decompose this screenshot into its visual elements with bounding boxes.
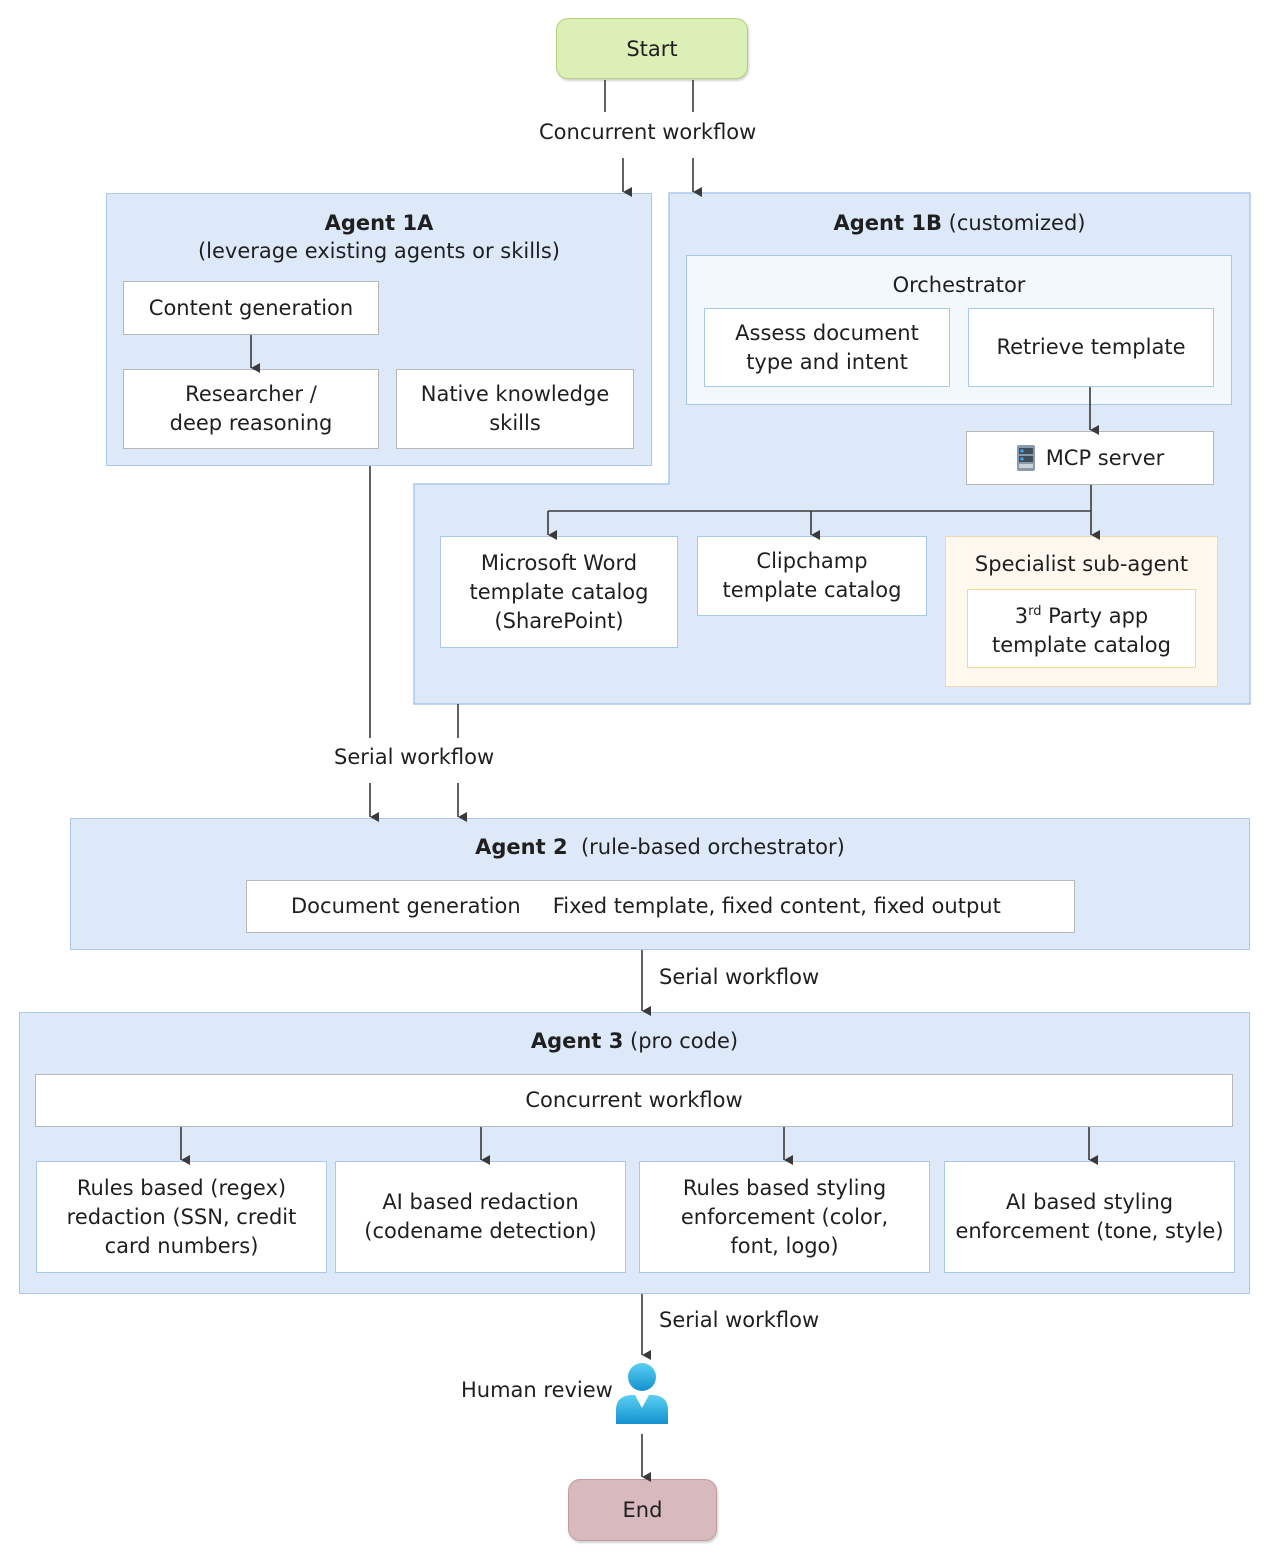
end-node: End bbox=[568, 1479, 717, 1541]
assess-box: Assess document type and intent bbox=[704, 308, 950, 387]
assess-line-2: type and intent bbox=[746, 349, 908, 374]
agent-1a-title: Agent 1A bbox=[324, 211, 434, 235]
content-generation-label: Content generation bbox=[148, 295, 354, 320]
agent-1a-subtitle: (leverage existing agents or skills) bbox=[197, 239, 561, 263]
task-2-line-1: AI based redaction bbox=[382, 1190, 579, 1214]
agent-3-subtitle: (pro code) bbox=[630, 1029, 739, 1053]
researcher-box: Researcher / deep reasoning bbox=[123, 369, 379, 449]
word-catalog-box: Microsoft Word template catalog (SharePo… bbox=[440, 536, 678, 648]
agent-2-heading: Agent 2 (rule-based orchestrator) bbox=[70, 833, 1250, 862]
start-label: Start bbox=[626, 36, 678, 61]
task-ai-styling-box: AI based styling enforcement (tone, styl… bbox=[944, 1161, 1235, 1273]
native-knowledge-box: Native knowledge skills bbox=[396, 369, 634, 449]
serial-workflow-label-2: Serial workflow bbox=[659, 965, 820, 989]
task-ai-redaction-box: AI based redaction (codename detection) bbox=[335, 1161, 626, 1273]
word-catalog-line-2: template catalog bbox=[469, 579, 649, 604]
retrieve-template-box: Retrieve template bbox=[968, 308, 1214, 387]
fixed-output-label: Fixed template, fixed content, fixed out… bbox=[552, 894, 1001, 918]
task-4-line-1: AI based styling bbox=[1005, 1190, 1174, 1214]
task-1-line-1: Rules based (regex) bbox=[76, 1175, 287, 1200]
agent-2-subtitle: (rule-based orchestrator) bbox=[580, 835, 845, 859]
third-party-line-1: 3rd Party app bbox=[1015, 597, 1149, 631]
mcp-server-box: MCP server bbox=[966, 431, 1214, 485]
agent-2-title: Agent 2 bbox=[475, 835, 568, 859]
assess-line-1: Assess document bbox=[735, 320, 919, 345]
document-generation-label: Document generation bbox=[291, 894, 521, 918]
agent-3-concurrent-box: Concurrent workflow bbox=[35, 1074, 1233, 1127]
start-node: Start bbox=[556, 18, 748, 79]
third-party-line-2: template catalog bbox=[991, 633, 1171, 657]
third-party-number: 3 bbox=[1014, 604, 1029, 628]
task-1-line-2: redaction (SSN, credit bbox=[66, 1204, 297, 1229]
document-generation-box: Document generation Fixed template, fixe… bbox=[246, 880, 1075, 933]
native-knowledge-line-1: Native knowledge bbox=[420, 382, 610, 406]
orchestrator-title: Orchestrator bbox=[892, 273, 1026, 297]
task-1-line-3: card numbers) bbox=[104, 1233, 259, 1258]
task-3-line-2: enforcement (color, bbox=[680, 1204, 889, 1229]
task-3-line-1: Rules based styling bbox=[682, 1175, 887, 1200]
human-review-label: Human review bbox=[461, 1378, 613, 1402]
word-catalog-line-1: Microsoft Word bbox=[480, 550, 638, 575]
agent-1b-heading: Agent 1B (customized) bbox=[669, 209, 1250, 238]
person-icon bbox=[616, 1363, 668, 1424]
task-4-line-2: enforcement (tone, style) bbox=[955, 1219, 1224, 1243]
serial-workflow-label-1: Serial workflow bbox=[334, 745, 495, 769]
agent-1b-subtitle: (customized) bbox=[948, 211, 1086, 235]
word-catalog-line-3: (SharePoint) bbox=[494, 608, 624, 633]
third-party-superscript: rd bbox=[1028, 604, 1042, 619]
agent-3-heading: Agent 3 (pro code) bbox=[19, 1027, 1250, 1056]
third-party-rest: Party app bbox=[1041, 604, 1149, 628]
content-generation-box: Content generation bbox=[123, 281, 379, 335]
end-label: End bbox=[622, 1498, 663, 1522]
task-regex-redaction-box: Rules based (regex) redaction (SSN, cred… bbox=[36, 1161, 327, 1273]
researcher-line-2: deep reasoning bbox=[169, 411, 333, 435]
specialist-sub-agent-title: Specialist sub-agent bbox=[974, 552, 1189, 576]
task-3-line-3: font, logo) bbox=[730, 1233, 839, 1258]
server-icon bbox=[1016, 445, 1035, 471]
researcher-line-1: Researcher / bbox=[185, 382, 317, 406]
task-2-line-2: (codename detection) bbox=[364, 1219, 597, 1243]
clipchamp-catalog-line-1: Clipchamp bbox=[756, 549, 868, 573]
agent-3-concurrent-label: Concurrent workflow bbox=[525, 1088, 743, 1112]
agent-1b-title: Agent 1B bbox=[833, 211, 942, 235]
mcp-server-label: MCP server bbox=[1045, 445, 1165, 470]
third-party-catalog-box: 3rd Party app template catalog bbox=[967, 589, 1196, 668]
serial-workflow-label-3: Serial workflow bbox=[659, 1308, 820, 1332]
clipchamp-catalog-line-2: template catalog bbox=[722, 578, 902, 602]
agent-3-title: Agent 3 bbox=[530, 1029, 624, 1053]
task-rules-styling-box: Rules based styling enforcement (color, … bbox=[639, 1161, 930, 1273]
concurrent-workflow-label: Concurrent workflow bbox=[539, 120, 757, 144]
native-knowledge-line-2: skills bbox=[489, 411, 541, 435]
retrieve-template-label: Retrieve template bbox=[996, 335, 1186, 359]
